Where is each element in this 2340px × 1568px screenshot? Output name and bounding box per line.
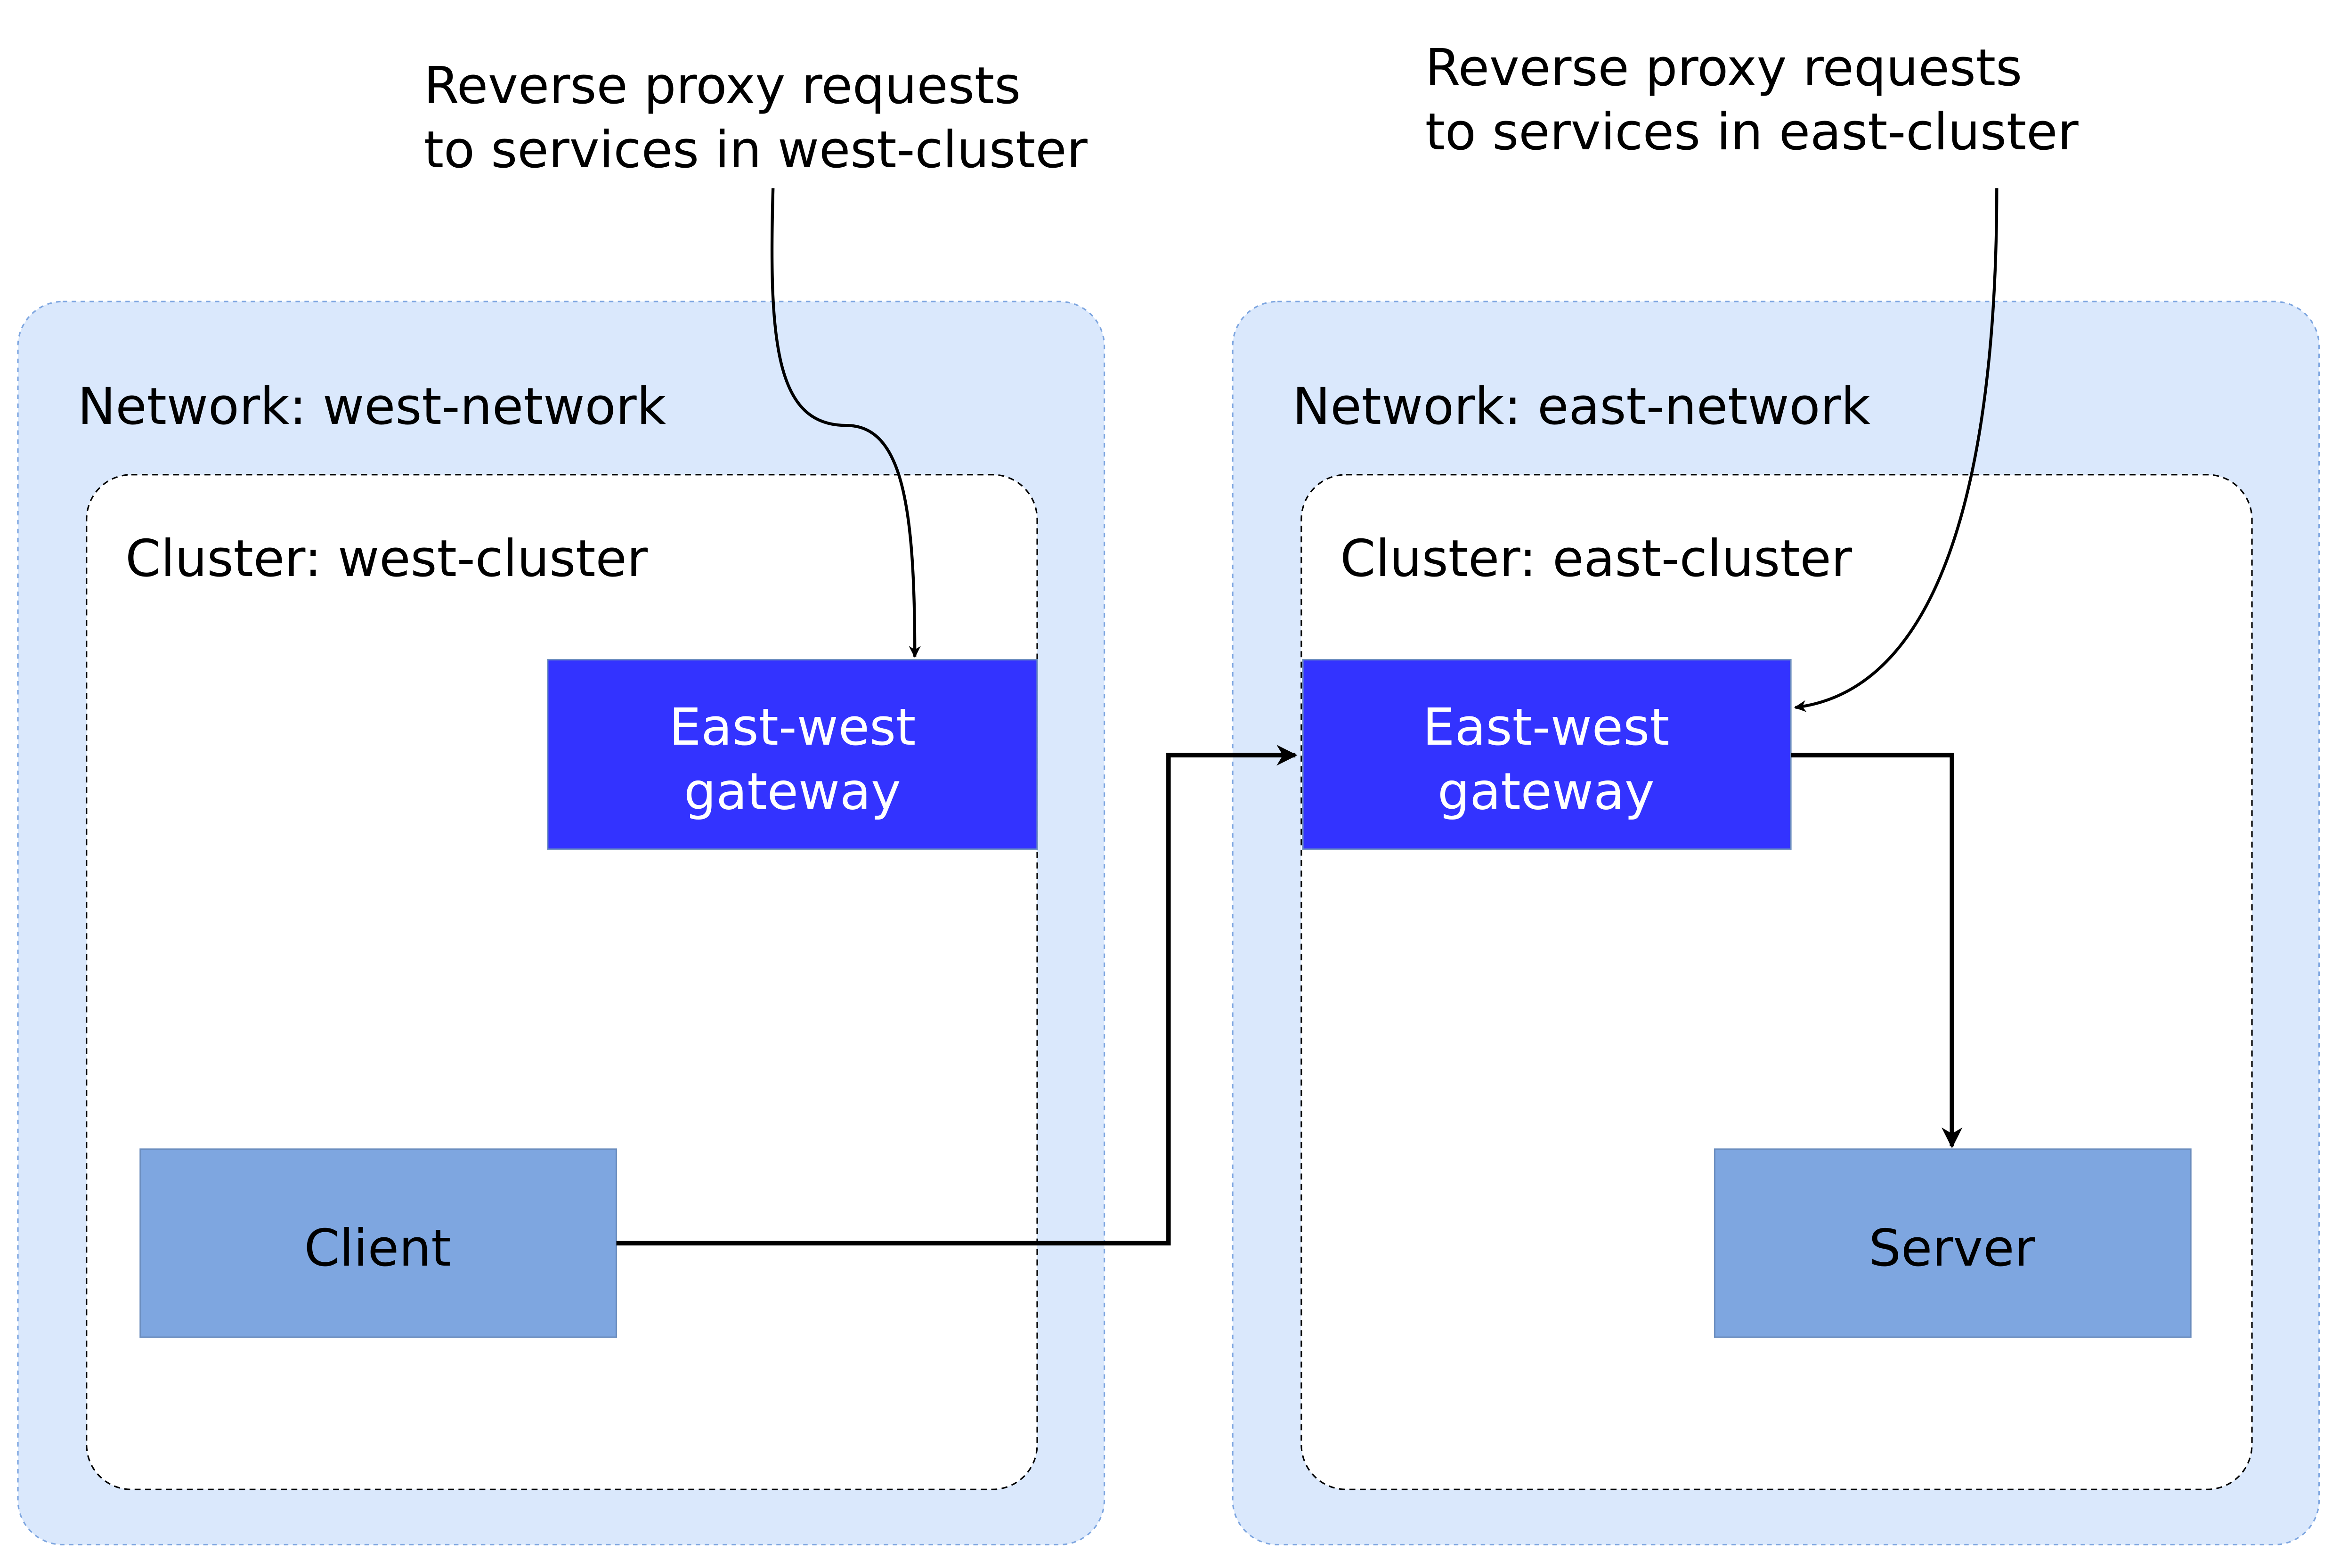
east-annotation-arrow — [1794, 188, 1999, 712]
east-gateway-box[interactable]: East-west gateway — [1302, 659, 1792, 850]
west-network-label: Network: west-network — [78, 377, 666, 436]
west-annotation-line2: to services in west-cluster — [424, 121, 1088, 179]
gateway-to-server-arrow — [1791, 753, 1963, 1148]
server-label: Server — [1869, 1219, 2036, 1278]
west-annotation: Reverse proxy requests to services in we… — [424, 57, 1088, 179]
west-annotation-line1: Reverse proxy requests — [424, 57, 1021, 115]
east-annotation-line2: to services in east-cluster — [1425, 103, 2079, 162]
east-annotation: Reverse proxy requests to services in ea… — [1425, 39, 2079, 162]
west-annotation-arrow — [770, 188, 921, 658]
west-gateway-label-line2: gateway — [684, 762, 901, 821]
east-gateway-label-line1: East-west — [1422, 698, 1669, 757]
east-gateway-label-line2: gateway — [1438, 762, 1655, 821]
server-box[interactable]: Server — [1714, 1148, 2192, 1338]
west-gateway-box[interactable]: East-west gateway — [547, 659, 1038, 850]
client-box[interactable]: Client — [139, 1148, 618, 1338]
east-annotation-line1: Reverse proxy requests — [1425, 39, 2022, 97]
client-label: Client — [304, 1219, 451, 1278]
east-cluster-label: Cluster: east-cluster — [1340, 529, 1852, 588]
east-network-label: Network: east-network — [1292, 377, 1871, 436]
west-cluster-label: Cluster: west-cluster — [125, 529, 648, 588]
client-to-gateway-arrow — [616, 745, 1298, 1246]
west-gateway-label-line1: East-west — [669, 698, 916, 757]
